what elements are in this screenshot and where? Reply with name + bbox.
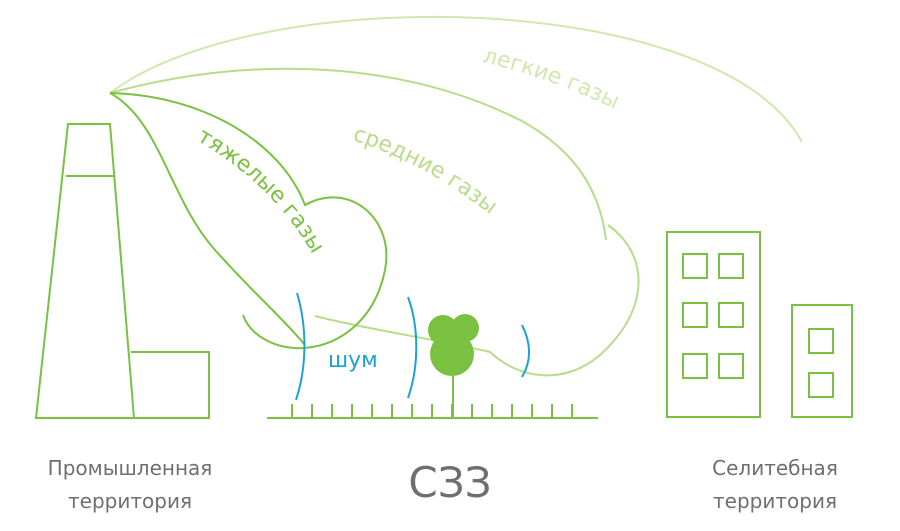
heavy-gas-label: тяжелые газы: [193, 124, 329, 258]
buffer-zone-ground: [267, 404, 598, 419]
light-gas-label: легкие газы: [481, 43, 624, 114]
window: [682, 302, 708, 328]
noise-wave-2: [407, 296, 418, 399]
buffer-zone-label: СЗЗ: [408, 458, 492, 507]
window: [682, 353, 708, 379]
heavy-gas-plume-outer: [109, 92, 388, 350]
building-tall: [666, 231, 761, 418]
medium-gas-plume: [109, 67, 607, 241]
residential-zone-line2: территория: [713, 489, 837, 513]
noise-wave-1: [295, 292, 306, 401]
building-short: [791, 304, 853, 418]
noise-waves: [295, 292, 531, 401]
window: [808, 372, 834, 398]
residential-zone-line1: Селитебная: [712, 456, 838, 480]
industrial-zone-line1: Промышленная: [47, 456, 213, 480]
light-gas-plume: [109, 15, 803, 143]
residential-zone-label: Селитебная территория: [655, 452, 895, 518]
medium-gas-plume-lower: [314, 224, 640, 377]
factory: [34, 123, 210, 419]
tree: [428, 314, 479, 418]
window: [718, 353, 744, 379]
tree-crown-bottom: [430, 332, 474, 376]
factory-annex: [131, 351, 210, 419]
noise-wave-3: [521, 324, 531, 378]
medium-gas-label: средние газы: [350, 122, 502, 220]
window: [718, 253, 744, 279]
window: [718, 302, 744, 328]
ground-ticks: [291, 404, 573, 418]
factory-chimney: [34, 123, 136, 419]
window: [682, 253, 708, 279]
industrial-zone-label: Промышленная территория: [10, 452, 250, 518]
noise-label: шум: [328, 348, 378, 373]
industrial-zone-line2: территория: [68, 489, 192, 513]
heavy-gas-plume: [109, 92, 306, 346]
window: [808, 328, 834, 354]
residential-buildings: [666, 231, 853, 418]
